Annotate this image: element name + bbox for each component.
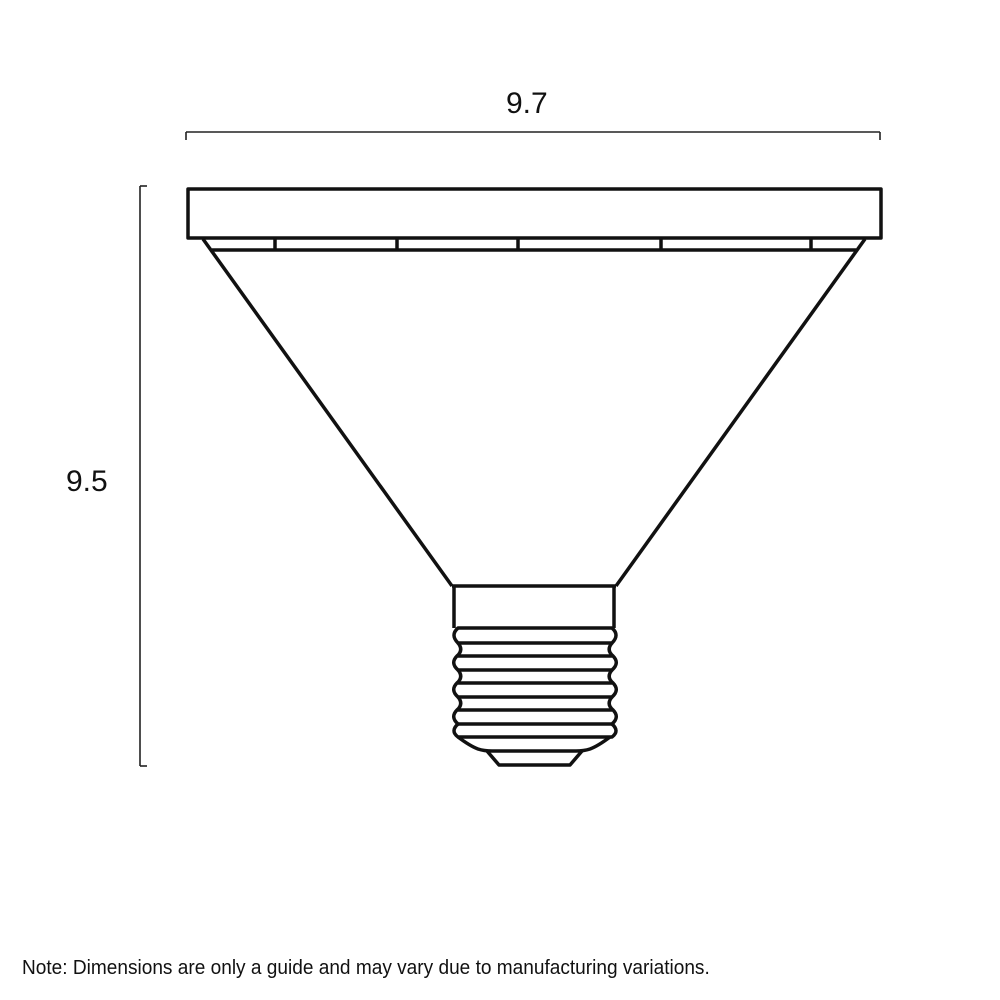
height-dimension-line [139, 185, 147, 767]
contact-tip [485, 749, 584, 767]
height-dimension-label: 9.5 [66, 465, 108, 498]
reflector-right [614, 237, 867, 588]
screw-base-threads [452, 626, 618, 739]
width-dimension-label: 9.7 [506, 87, 548, 120]
lens-rim [186, 187, 883, 240]
width-dimension-line [185, 131, 881, 140]
base-shoulder [456, 735, 612, 753]
reflector-left [201, 237, 454, 588]
bulb-outline [186, 187, 883, 767]
disclaimer-note: Note: Dimensions are only a guide and ma… [22, 956, 710, 979]
